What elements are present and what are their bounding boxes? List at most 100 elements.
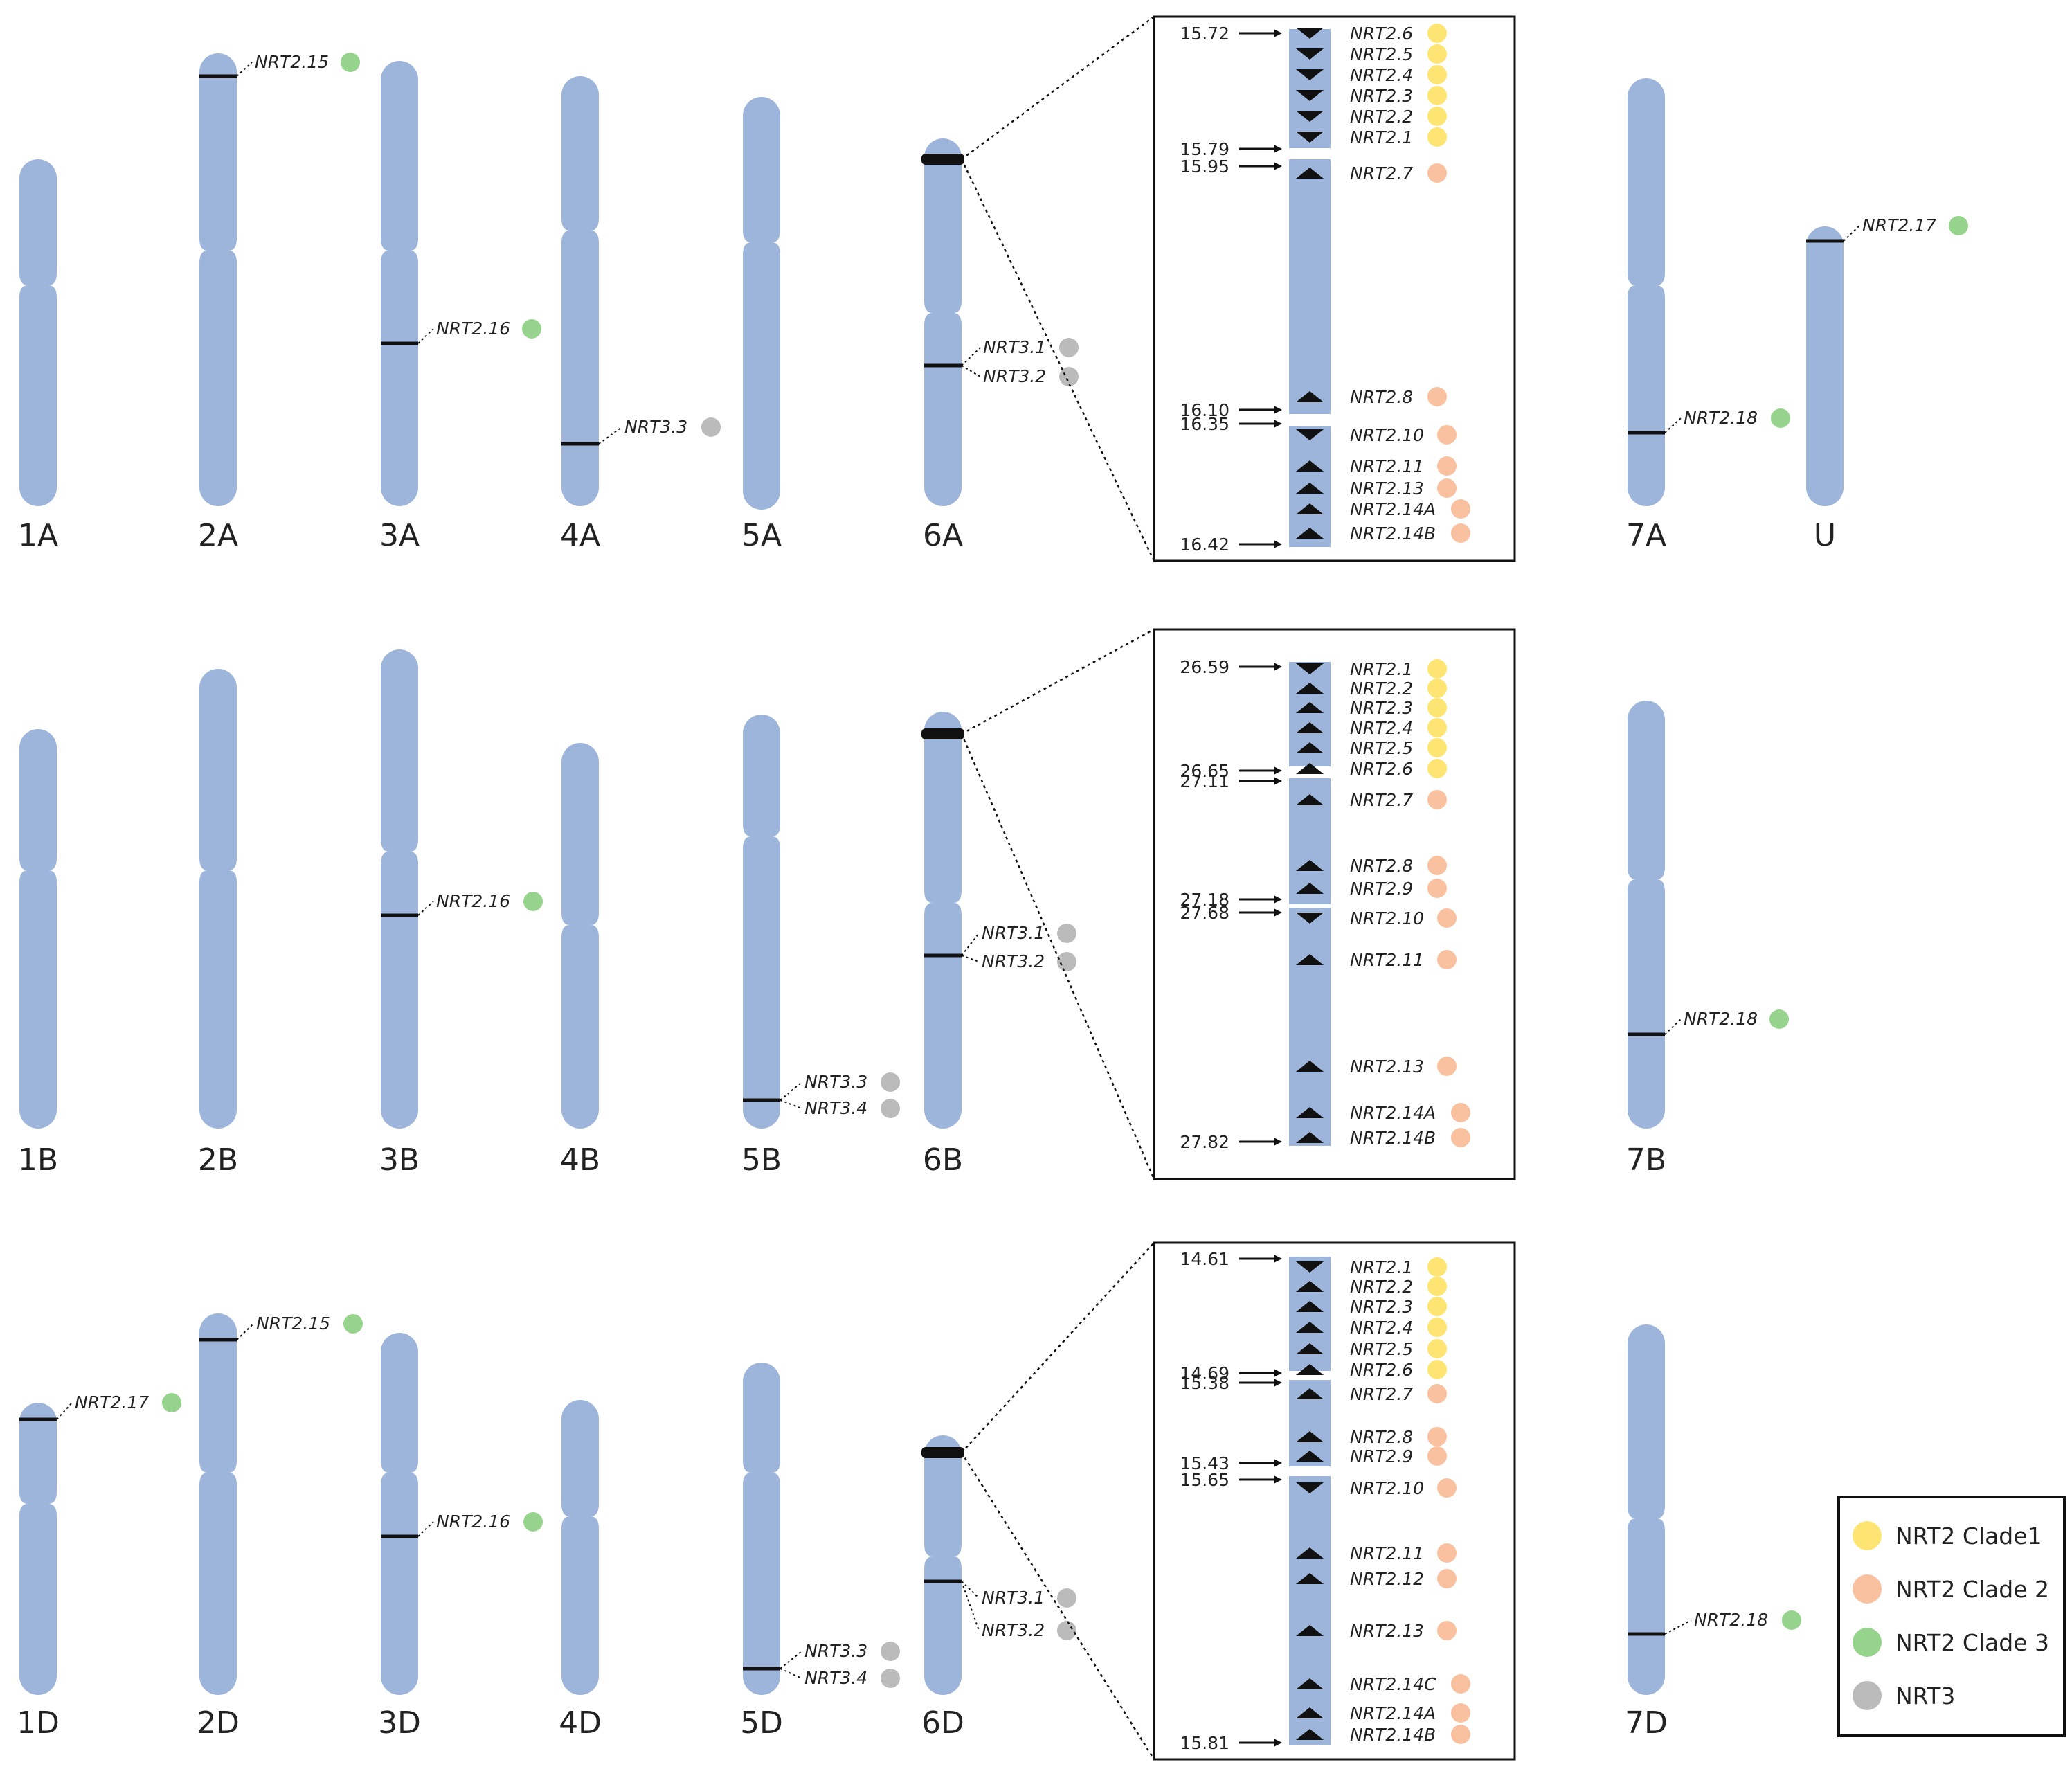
zoom-gene-label: NRT2.3 — [1350, 1297, 1413, 1317]
position-label: 26.65 — [1180, 761, 1229, 781]
leader-line — [961, 1581, 980, 1599]
leader-line — [417, 328, 434, 344]
chromosome-6a: 6A — [923, 138, 963, 553]
leader-line — [417, 1521, 434, 1537]
zoom-gene-label: NRT2.3 — [1350, 698, 1413, 718]
zoom-gene: NRT2.10 — [1296, 425, 1457, 445]
position-label: 27.68 — [1180, 903, 1229, 923]
triangle-up-icon — [1296, 168, 1324, 179]
zoom-gene-dot — [1437, 908, 1457, 928]
zoom-gene-label: NRT2.12 — [1350, 1569, 1424, 1589]
gene-markers: NRT2.15NRT2.16NRT3.3NRT3.1NRT3.2NRT2.18N… — [19, 52, 1968, 1688]
zoom-gene-label: NRT2.14B — [1350, 1725, 1436, 1745]
zoom-gene: NRT2.7 — [1296, 1384, 1447, 1404]
triangle-up-icon — [1296, 460, 1324, 472]
zoom-segment — [1289, 159, 1331, 414]
position-arrow-head — [1274, 766, 1282, 775]
zoom-panels: 15.7215.7915.9516.1016.3516.42NRT2.6NRT2… — [921, 15, 1516, 1761]
position-arrow-head — [1274, 145, 1282, 153]
position-marker: 16.35 — [1180, 414, 1282, 434]
gene-marker: NRT2.18 — [1628, 1009, 1789, 1036]
zoom-gene: NRT2.4 — [1296, 65, 1447, 85]
gene-marker-dot — [1059, 338, 1079, 357]
zoom-gene-dot — [1427, 86, 1447, 105]
zoom-gene-dot — [1437, 1569, 1457, 1588]
zoom-gene-label: NRT2.13 — [1350, 1057, 1424, 1077]
triangle-up-icon — [1296, 503, 1324, 514]
zoom-gene: NRT2.10 — [1296, 908, 1457, 928]
position-label: 15.81 — [1180, 1733, 1229, 1753]
zoom-gene-label: NRT2.6 — [1350, 1360, 1413, 1380]
gene-marker: NRT2.17 — [1806, 215, 1968, 243]
zoom-gene-label: NRT2.5 — [1350, 738, 1413, 758]
zoom-gene: NRT2.14A — [1296, 499, 1470, 519]
leader-line — [1843, 225, 1860, 242]
triangle-up-icon — [1296, 1729, 1324, 1740]
zoom-gene: NRT2.9 — [1296, 1446, 1447, 1466]
zoom-gene: NRT2.5 — [1296, 1339, 1447, 1359]
legend-item: NRT3 — [1853, 1681, 1955, 1710]
zoom-gene: NRT2.3 — [1296, 698, 1447, 718]
gene-marker-dot — [1057, 1621, 1076, 1640]
gene-marker-dot — [1057, 924, 1076, 943]
chromosome-body — [743, 715, 780, 1129]
leader-line — [961, 1581, 980, 1631]
position-label: 16.35 — [1180, 414, 1229, 434]
chromosome-body — [381, 61, 418, 506]
zoom-gene-dot — [1427, 718, 1447, 737]
zoom-gene: NRT2.14C — [1296, 1674, 1470, 1694]
position-label: 15.79 — [1180, 139, 1229, 159]
position-arrow-head — [1274, 1379, 1282, 1387]
gene-marker-dot — [881, 1642, 900, 1661]
chromosome-1b: 1B — [18, 729, 58, 1178]
zoom-band — [921, 1447, 964, 1458]
zoom-gene-dot — [1427, 856, 1447, 875]
position-label: 27.82 — [1180, 1132, 1229, 1152]
zoom-band — [921, 728, 964, 739]
gene-marker: NRT3.1 — [924, 923, 1076, 958]
position-arrow-head — [1274, 540, 1282, 548]
position-label: 14.69 — [1180, 1363, 1229, 1383]
zoom-gene: NRT2.13 — [1296, 1621, 1457, 1641]
zoom-gene-label: NRT2.14A — [1350, 1703, 1436, 1723]
chromosome-label: 5D — [740, 1705, 783, 1741]
zoom-box — [1153, 1241, 1516, 1761]
zoom-gene-label: NRT2.1 — [1350, 127, 1413, 147]
gene-marker-dot — [343, 1314, 363, 1334]
legend-swatch — [1853, 1681, 1882, 1710]
gene-marker: NRT2.16 — [381, 891, 543, 917]
chromosome-label: 6D — [921, 1705, 964, 1741]
chromosome-u: U — [1806, 226, 1844, 553]
zoom-gene-dot — [1427, 759, 1447, 778]
zoom-gene-dot — [1427, 879, 1447, 898]
gene-marker-label: NRT2.18 — [1684, 1009, 1758, 1029]
zoom-gene-label: NRT2.4 — [1350, 65, 1413, 85]
triangle-down-icon — [1296, 28, 1324, 39]
leader-line — [961, 933, 980, 956]
zoom-gene-label: NRT2.14A — [1350, 499, 1436, 519]
leader-line — [56, 1402, 73, 1420]
zoom-gene: NRT2.8 — [1296, 1427, 1447, 1447]
chromosome-label: 4A — [560, 518, 600, 553]
zoom-gene: NRT2.8 — [1296, 387, 1447, 407]
position-label: 26.59 — [1180, 657, 1229, 677]
position-arrow-head — [1274, 663, 1282, 671]
triangle-down-icon — [1296, 1261, 1324, 1273]
triangle-down-icon — [1296, 48, 1324, 60]
chromosome-4b: 4B — [560, 743, 600, 1178]
zoom-gene-dot — [1427, 790, 1447, 809]
zoom-segment — [1289, 29, 1331, 148]
triangle-up-icon — [1296, 1573, 1324, 1584]
zoom-gene-dot — [1437, 425, 1457, 445]
zoom-gene-label: NRT2.6 — [1350, 24, 1413, 44]
leader-line — [780, 1668, 802, 1679]
gene-marker-label: NRT3.1 — [983, 337, 1046, 357]
zoom-gene-dot — [1451, 1703, 1470, 1723]
position-marker: 16.42 — [1180, 535, 1282, 555]
position-arrow-head — [1274, 1138, 1282, 1146]
gene-marker-label: NRT2.18 — [1694, 1610, 1768, 1630]
chromosome-label: 7A — [1626, 518, 1666, 553]
zoom-gene-label: NRT2.2 — [1350, 107, 1413, 127]
chromosome-label: 2D — [197, 1705, 240, 1741]
zoom-gene: NRT2.8 — [1296, 856, 1447, 876]
